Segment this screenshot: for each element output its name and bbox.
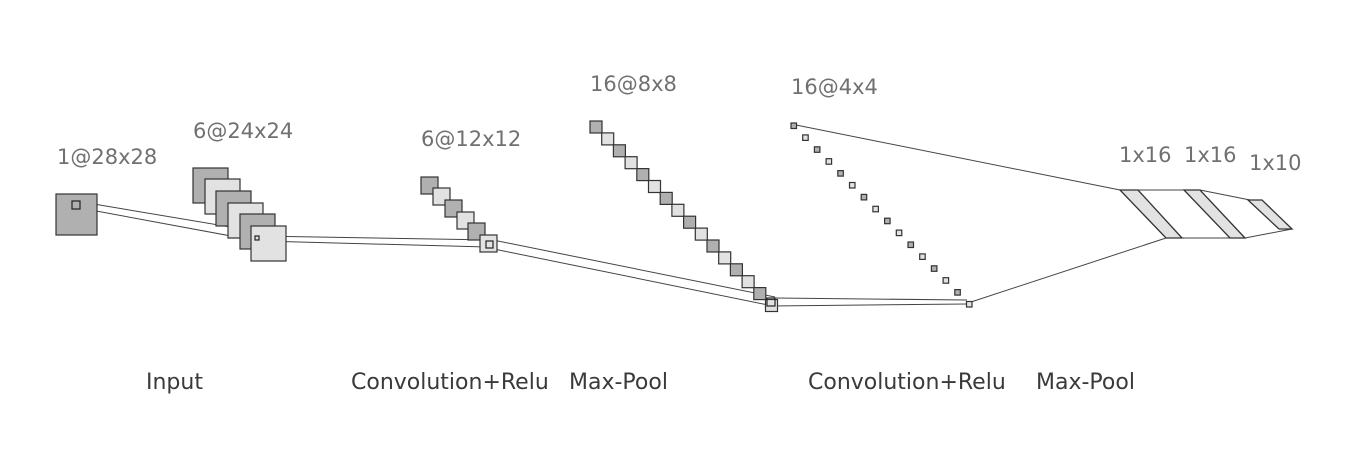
dimension-labels: 1@28x28 6@24x24 6@12x12 16@8x8 16@4x4 1x… xyxy=(57,72,1302,175)
connector-pool1-conv2-a xyxy=(492,239,776,298)
conv2-feature-map xyxy=(729,263,744,277)
dims-label-fc2: 1x16 xyxy=(1184,143,1237,167)
pool2-feature-map xyxy=(837,170,844,177)
connector-conv2-pool2-b xyxy=(770,303,968,307)
pool2-feature-map xyxy=(907,241,915,249)
layer-pool1 xyxy=(420,176,498,253)
stage-labels: Input Convolution+Relu Max-Pool Convolut… xyxy=(146,370,1135,395)
layer-conv1 xyxy=(192,167,287,262)
stage-label-pool2: Max-Pool xyxy=(1036,370,1135,395)
pool2-feature-map xyxy=(965,300,973,308)
dims-label-conv2: 16@8x8 xyxy=(590,72,677,96)
pool1-receptive-field xyxy=(485,240,494,249)
conv2-receptive-field xyxy=(766,297,776,307)
pool2-feature-map xyxy=(954,289,961,296)
conv2-feature-map xyxy=(671,203,685,217)
fc3-dense-layer xyxy=(1246,199,1294,230)
dims-label-pool1: 6@12x12 xyxy=(421,127,521,151)
pool2-feature-map xyxy=(895,229,903,237)
stage-label-pool1: Max-Pool xyxy=(569,370,668,395)
conv2-feature-map xyxy=(612,144,627,158)
conv2-feature-map xyxy=(624,156,638,170)
connector-conv2-pool2-a xyxy=(774,297,968,301)
conv2-feature-map xyxy=(694,227,708,241)
fc2-dense-layer xyxy=(1182,189,1247,239)
input-receptive-field xyxy=(71,200,81,210)
conv2-feature-map xyxy=(753,287,767,301)
pool2-feature-map xyxy=(942,277,950,284)
conv2-feature-map xyxy=(659,191,673,205)
conv1-feature-map xyxy=(250,225,287,262)
pool2-feature-map xyxy=(872,205,880,213)
conv2-feature-map xyxy=(647,179,662,194)
connector-conv1-pool1-a xyxy=(257,235,494,241)
conv2-feature-map xyxy=(741,275,755,289)
dims-label-conv1: 6@24x24 xyxy=(193,119,293,143)
layer-pool2 xyxy=(790,122,973,308)
conv1-receptive-field xyxy=(254,235,260,241)
conv2-feature-map xyxy=(706,239,720,253)
conv2-feature-map xyxy=(589,120,603,134)
layer-input xyxy=(55,193,98,236)
conv2-feature-map xyxy=(718,251,732,265)
pool2-feature-map xyxy=(930,265,938,272)
pool2-feature-map xyxy=(848,181,856,189)
pool2-feature-map xyxy=(813,146,821,153)
layer-connections xyxy=(75,124,1293,307)
dims-label-pool2: 16@4x4 xyxy=(791,75,878,99)
conv2-feature-map xyxy=(636,168,650,182)
dims-label-fc3: 1x10 xyxy=(1249,151,1302,175)
connector-fc2-fc3-top xyxy=(1199,189,1251,201)
pool2-feature-map xyxy=(860,193,868,201)
dims-label-fc1: 1x16 xyxy=(1119,143,1172,167)
pool2-feature-map xyxy=(825,158,833,165)
conv2-feature-map xyxy=(601,132,615,146)
pool2-feature-map xyxy=(883,217,891,225)
fc1-dense-layer xyxy=(1118,189,1184,239)
connector-pool2-fc1-top xyxy=(795,124,1121,191)
stage-label-conv2: Convolution+Relu xyxy=(808,370,1006,395)
pool2-feature-map xyxy=(919,253,926,260)
dims-label-input: 1@28x28 xyxy=(57,145,157,169)
input-feature-map xyxy=(55,193,98,236)
connector-pool2-fc1-bottom xyxy=(970,237,1167,303)
stage-label-input: Input xyxy=(146,370,203,395)
connector-conv1-pool1-b xyxy=(261,240,488,248)
connector-fc2-fc3-bottom xyxy=(1244,228,1293,239)
pool1-feature-map xyxy=(479,234,498,253)
pool2-feature-map xyxy=(802,134,809,141)
layer-conv2 xyxy=(589,120,779,313)
stage-label-conv1: Convolution+Relu xyxy=(351,370,549,395)
layer-fc xyxy=(1118,189,1294,239)
pool2-feature-map xyxy=(790,122,798,130)
conv2-feature-map xyxy=(682,215,697,229)
connector-pool1-conv2-b xyxy=(488,247,769,306)
